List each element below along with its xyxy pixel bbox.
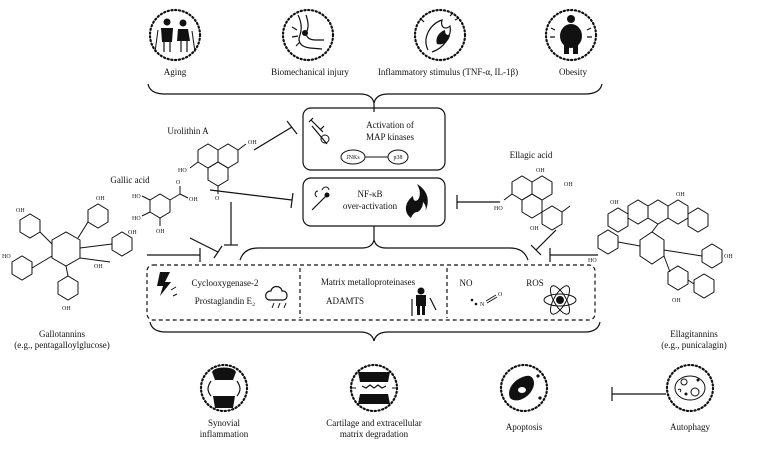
risk-label-aging: Aging <box>164 67 187 77</box>
ellagitannin-oh-e: OH <box>672 298 681 304</box>
urolithin-o: O <box>215 196 220 202</box>
outcome-cartilage-line1: Cartilage and extracellular <box>326 418 421 428</box>
urolithin-label: Urolithin A <box>167 126 209 136</box>
bottom-brace <box>149 321 601 342</box>
storm-cloud-icon <box>265 285 288 301</box>
synovial-inflammation-icon <box>199 363 249 413</box>
gallotannin-oh-f: OH <box>94 264 103 270</box>
outcome-apoptosis-label: Apoptosis <box>506 422 543 432</box>
no-n: N <box>480 302 485 308</box>
obesity-icon <box>544 8 598 62</box>
autophagy-icon <box>665 363 715 413</box>
ellagic-label: Ellagic acid <box>510 150 553 160</box>
map-kinase-box: Activation of MAP kinases JNKs p38 <box>302 107 446 171</box>
risk-label-biomechanical: Biomechanical injury <box>271 67 349 77</box>
nfkb-line2: over-activation <box>343 201 398 211</box>
no-o: O <box>498 292 503 298</box>
inhibition-lines <box>147 120 666 401</box>
mmp-label: Matrix metalloproteinases <box>321 277 416 287</box>
ellagitannin-oh-a: OH <box>610 200 619 206</box>
gallic-ho-2: HO <box>132 216 141 222</box>
ellagitannin-oh-b: OH <box>676 192 685 198</box>
gallotannin-oh-d: OH <box>62 306 71 312</box>
gallotannin-oh-b: OH <box>96 196 105 202</box>
inflammatory-stimulus-icon <box>413 8 467 62</box>
gallic-structure <box>141 186 189 226</box>
mmp-cell: Matrix metalloproteinases ADAMTS <box>321 277 437 316</box>
no-label: NO <box>460 278 473 288</box>
ros-label: ROS <box>526 278 544 288</box>
gallotannins-structure <box>11 203 133 301</box>
nfkb-line1: NF-κB <box>357 189 382 199</box>
gallic-o: O <box>176 180 181 186</box>
ellagic-oh-1: OH <box>536 168 545 174</box>
ellagitannins-structure <box>597 199 723 299</box>
gallic-label: Gallic acid <box>110 175 150 185</box>
urolithin-oh-2: HO <box>178 168 187 174</box>
ros-cell: NO N O ROS <box>460 278 577 315</box>
biomechanical-injury-icon <box>281 8 335 62</box>
gallic-ho-1: HO <box>132 194 141 200</box>
worker-icon <box>411 287 437 316</box>
cox-cell: Cyclooxygenase-2 Prostaglandin E₂ <box>157 272 288 309</box>
no-molecule-icon: N O <box>470 292 503 308</box>
adamts-label: ADAMTS <box>326 296 364 306</box>
fire-icon <box>405 184 428 218</box>
ellagic-oh-2: OH <box>564 182 573 188</box>
middle-brace <box>239 239 529 261</box>
urolithin-structure <box>189 143 247 194</box>
radical-atom-icon <box>543 285 577 315</box>
top-brace <box>147 83 603 104</box>
ellagic-ho: HO <box>494 206 503 212</box>
p38-label: p38 <box>394 155 403 161</box>
ellagitannins-example: (e.g., punicalagin) <box>661 340 726 350</box>
ellagic-oh-3: OH <box>530 226 539 232</box>
risk-label-inflammatory: Inflammatory stimulus (TNF-α, IL-1β) <box>378 67 518 77</box>
apoptosis-icon <box>499 363 549 413</box>
urolithin-oh-1: OH <box>248 140 257 146</box>
outcome-synovial-line2: inflammation <box>200 429 249 439</box>
gallotannin-oh-a: OH <box>16 208 25 214</box>
pge-label: Prostaglandin E₂ <box>195 296 255 306</box>
cartilage-degradation-icon <box>349 363 399 413</box>
map-kinase-line2: MAP kinases <box>366 132 414 142</box>
nfkb-box: NF-κB over-activation <box>302 177 446 227</box>
jnk-label: JNKs <box>346 155 360 161</box>
gallic-oh: OH <box>189 197 198 203</box>
map-kinase-line1: Activation of <box>366 120 414 130</box>
lightning-icon <box>157 272 171 296</box>
ellagitannins-label: Ellagitannins <box>670 329 718 339</box>
ellagitannin-ho-c: HO <box>588 258 597 264</box>
aging-icon <box>148 8 202 62</box>
ellagic-structure <box>503 175 571 231</box>
outcome-cartilage-line2: matrix degradation <box>340 429 409 439</box>
risk-label-obesity: Obesity <box>559 67 587 77</box>
gallotannins-label: Gallotannins <box>39 329 85 339</box>
gallotannin-oh-e: OH <box>128 230 137 236</box>
cox-label: Cyclooxygenase-2 <box>192 278 259 288</box>
gallic-oh-2: OH <box>156 229 165 235</box>
outcome-autophagy-label: Autophagy <box>670 422 710 432</box>
outcome-synovial-line1: Synovial <box>208 418 241 428</box>
mediator-panel <box>146 264 596 321</box>
gallotannin-ho-c: HO <box>2 254 11 260</box>
gallotannins-example: (e.g., pentagalloylglucose) <box>14 340 109 350</box>
ellagitannin-oh-d: OH <box>724 254 733 260</box>
